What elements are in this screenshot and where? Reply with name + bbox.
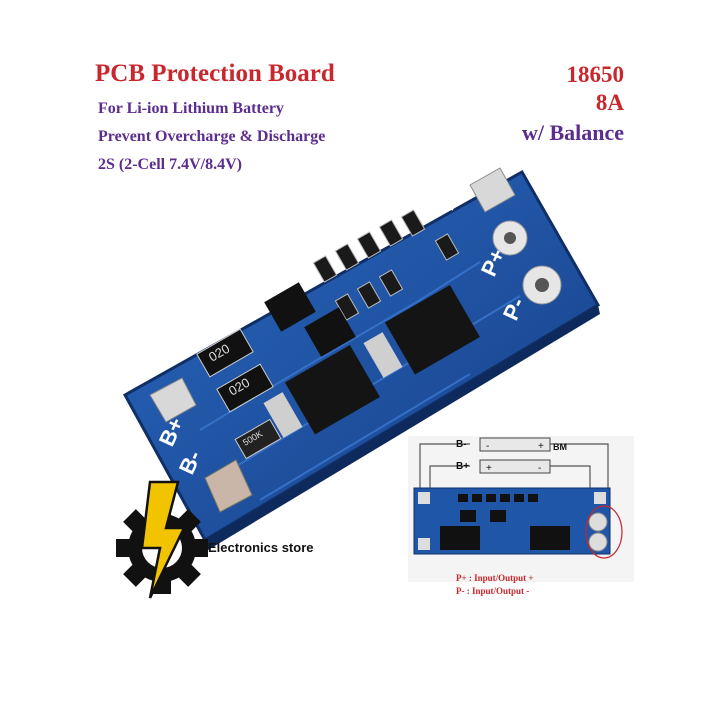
legend-p-minus: P- : Input/Output - <box>456 586 530 596</box>
spec-model: 18650 <box>566 62 625 87</box>
store-name: Electronics store <box>208 540 314 555</box>
cell-top <box>479 437 551 452</box>
legend-p-plus: P+ : Input/Output + <box>456 573 534 583</box>
cell-top-plus: + <box>538 441 544 452</box>
subtitle-cells: 2S (2-Cell 7.4V/8.4V) <box>98 156 242 173</box>
pad-b-minus <box>204 459 253 513</box>
lightning-bolt-icon <box>140 480 186 599</box>
product-title: PCB Protection Board <box>95 60 335 87</box>
diagram-label-b-minus: B- <box>456 439 467 450</box>
cell-bottom-minus: - <box>538 463 541 474</box>
subtitle-battery: For Li-ion Lithium Battery <box>98 100 284 117</box>
spec-current: 8A <box>595 90 624 115</box>
cell-bottom-plus: + <box>486 463 492 474</box>
pad-bm <box>469 167 516 213</box>
diagram-label-b-plus: B+ <box>456 461 469 472</box>
subtitle-protection: Prevent Overcharge & Discharge <box>98 128 326 145</box>
spec-feature: w/ Balance <box>521 120 624 145</box>
cell-bottom <box>479 459 551 474</box>
cell-top-minus: - <box>486 441 489 452</box>
diagram-label-bm: BM <box>553 442 567 452</box>
pad-b-plus <box>149 377 197 423</box>
